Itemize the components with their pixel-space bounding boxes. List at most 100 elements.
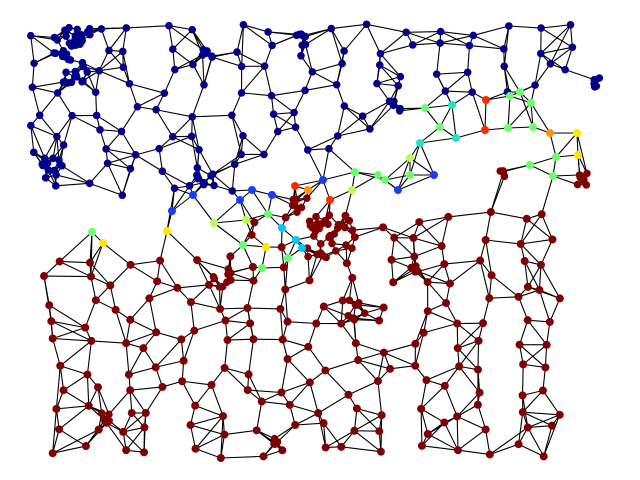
graph-edge: [190, 424, 225, 436]
graph-node: [549, 172, 557, 180]
graph-node: [351, 168, 359, 176]
graph-edge: [485, 429, 491, 455]
graph-node: [406, 171, 414, 179]
graph-node: [127, 408, 136, 417]
graph-node: [555, 294, 564, 303]
graph-node: [394, 186, 402, 194]
graph-node: [333, 224, 342, 233]
graph-node: [126, 164, 135, 173]
graph-node: [153, 277, 162, 286]
graph-edge: [519, 91, 534, 128]
graph-node: [247, 230, 256, 239]
graph-edge: [241, 24, 244, 67]
graph-edge: [234, 153, 265, 165]
graph-edge: [220, 455, 264, 459]
graph-node: [78, 37, 86, 45]
graph-node: [56, 361, 65, 370]
graph-edge: [89, 162, 109, 184]
graph-node: [573, 180, 582, 189]
graph-edge: [436, 71, 468, 75]
graph-node: [337, 442, 346, 451]
graph-edge: [159, 260, 178, 289]
graph-edge: [503, 25, 510, 67]
graph-node: [281, 213, 290, 222]
graph-edge: [354, 414, 382, 432]
graph-node: [348, 273, 357, 282]
graph-edge: [390, 365, 416, 370]
graph-edge: [307, 346, 326, 371]
graph-edge: [399, 107, 426, 112]
graph-edge: [192, 114, 232, 118]
graph-node: [92, 111, 101, 120]
graph-node: [402, 28, 410, 37]
graph-edge: [304, 44, 313, 73]
graph-node: [518, 408, 527, 417]
graph-node: [250, 218, 259, 227]
graph-edge: [423, 322, 458, 334]
graph-node: [188, 113, 197, 121]
graph-edge: [293, 90, 306, 113]
graph-edge: [520, 213, 543, 245]
graph-node: [485, 294, 494, 303]
graph-edge: [479, 260, 490, 299]
graph-node: [290, 199, 299, 207]
graph-node: [305, 217, 314, 226]
graph-node: [126, 386, 135, 395]
graph-node: [526, 161, 534, 169]
graph-edge: [519, 319, 529, 345]
graph-node: [381, 176, 389, 184]
graph-edge: [135, 148, 160, 156]
graph-edge: [295, 126, 309, 151]
graph-edge: [418, 221, 443, 247]
graph-edge: [172, 29, 193, 50]
graph-edge: [555, 132, 578, 158]
graph-node: [440, 381, 449, 390]
graph-edge: [379, 53, 401, 77]
graph-edge: [457, 347, 479, 371]
graph-edge: [183, 330, 195, 361]
graph-node: [48, 334, 57, 343]
graph-node: [81, 323, 90, 332]
graph-edge: [329, 189, 353, 201]
graph-node: [310, 232, 318, 240]
graph-node: [338, 296, 347, 305]
graph-node: [52, 171, 60, 179]
graph-edge: [56, 136, 60, 161]
graph-node: [237, 150, 246, 159]
graph-node: [441, 87, 450, 95]
graph-node: [453, 319, 462, 328]
graph-node: [473, 365, 482, 374]
graph-node: [465, 41, 474, 50]
graph-node: [482, 96, 490, 104]
graph-edge: [86, 340, 92, 375]
graph-edge: [540, 239, 553, 266]
graph-node: [259, 452, 268, 461]
graph-edge: [122, 412, 147, 433]
graph-edge: [518, 412, 524, 445]
graph-node: [321, 366, 330, 375]
graph-edge: [420, 408, 445, 423]
graph-node: [284, 254, 292, 262]
graph-edge: [379, 64, 399, 87]
graph-edge: [248, 374, 263, 402]
graph-node: [527, 99, 535, 107]
graph-edge: [456, 415, 486, 430]
graph-node: [360, 309, 369, 317]
graph-edge: [51, 320, 92, 342]
graph-edge: [436, 43, 441, 75]
graph-edge: [522, 344, 547, 365]
graph-edge: [413, 216, 449, 239]
graph-edge: [541, 24, 571, 29]
graph-node: [252, 426, 261, 435]
graph-node: [278, 335, 287, 344]
graph-node: [40, 154, 49, 163]
graph-edge: [52, 408, 57, 454]
graph-node: [390, 97, 398, 106]
graph-edge: [158, 135, 192, 150]
graph-node: [375, 427, 384, 436]
graph-edge: [145, 386, 163, 414]
graph-edge: [277, 424, 296, 443]
graph-node: [227, 276, 235, 284]
graph-node: [485, 450, 494, 459]
graph-node: [171, 65, 179, 74]
